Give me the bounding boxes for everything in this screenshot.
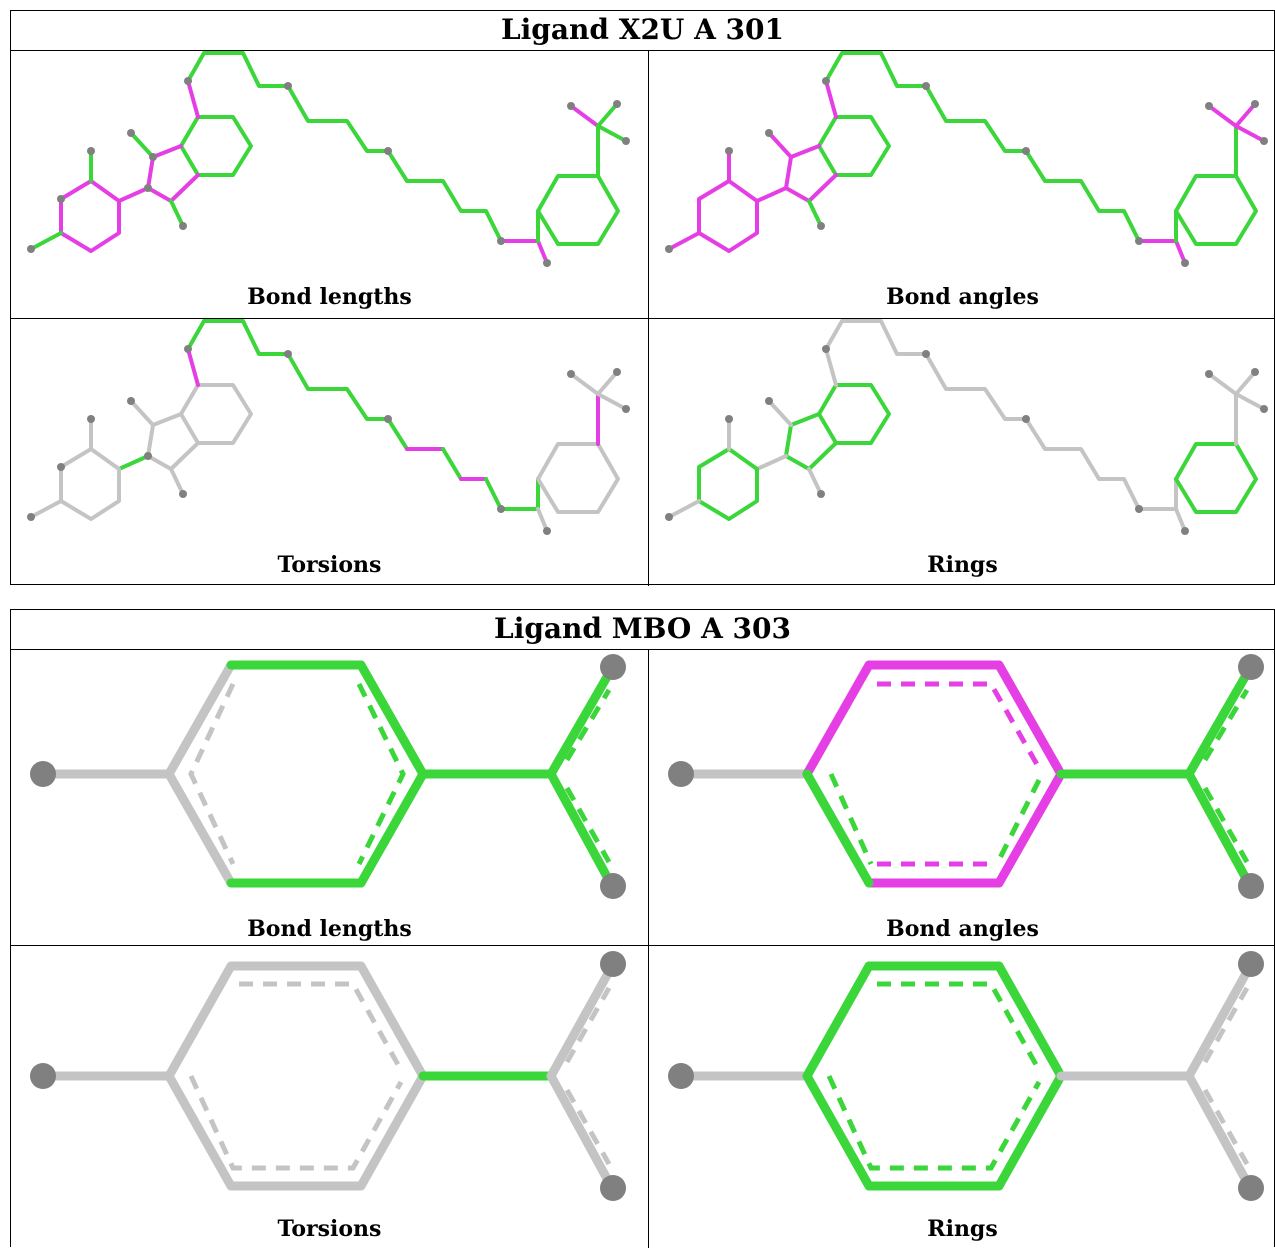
x2u-bond-angles-panel: Bond angles bbox=[649, 51, 1275, 318]
mbo-bond-lengths-label: Bond lengths bbox=[247, 916, 412, 942]
mbo-rings-label: Rings bbox=[927, 1216, 998, 1242]
x2u-bond-lengths-label: Bond lengths bbox=[247, 284, 412, 310]
x2u-torsions-diagram bbox=[27, 319, 630, 535]
mbo-bond-angles-panel: Bond angles bbox=[649, 650, 1275, 945]
mbo-rings-diagram bbox=[668, 951, 1264, 1201]
mbo-bond-angles-label: Bond angles bbox=[886, 916, 1039, 942]
x2u-bond-angles-diagram bbox=[665, 51, 1268, 267]
x2u-bond-lengths-panel: Bond lengths bbox=[11, 51, 648, 318]
x2u-rings-label: Rings bbox=[927, 552, 998, 578]
x2u-bond-lengths-diagram bbox=[27, 51, 630, 267]
mbo-torsions-diagram bbox=[30, 951, 626, 1201]
mbo-rings-panel: Rings bbox=[649, 946, 1275, 1248]
ligand-mbo-title: Ligand MBO A 303 bbox=[11, 610, 1274, 650]
mbo-bond-lengths-diagram bbox=[30, 654, 626, 899]
ligand-mbo-table: Ligand MBO A 303 bbox=[10, 609, 1275, 1248]
x2u-torsions-label: Torsions bbox=[277, 552, 382, 578]
mbo-torsions-label: Torsions bbox=[277, 1216, 382, 1242]
ligand-x2u-title: Ligand X2U A 301 bbox=[11, 11, 1274, 51]
mbo-bond-angles-diagram bbox=[668, 654, 1264, 899]
divider-horizontal bbox=[11, 318, 1274, 319]
ligand-x2u-table: Ligand X2U A 301 bbox=[10, 10, 1275, 586]
x2u-torsions-panel: Torsions bbox=[11, 319, 648, 586]
divider-vertical bbox=[648, 650, 649, 1248]
mbo-bond-lengths-panel: Bond lengths bbox=[11, 650, 648, 945]
x2u-rings-diagram bbox=[665, 319, 1268, 535]
x2u-bond-angles-label: Bond angles bbox=[886, 284, 1039, 310]
x2u-rings-panel: Rings bbox=[649, 319, 1275, 586]
divider-horizontal bbox=[11, 945, 1274, 946]
mbo-torsions-panel: Torsions bbox=[11, 946, 648, 1248]
